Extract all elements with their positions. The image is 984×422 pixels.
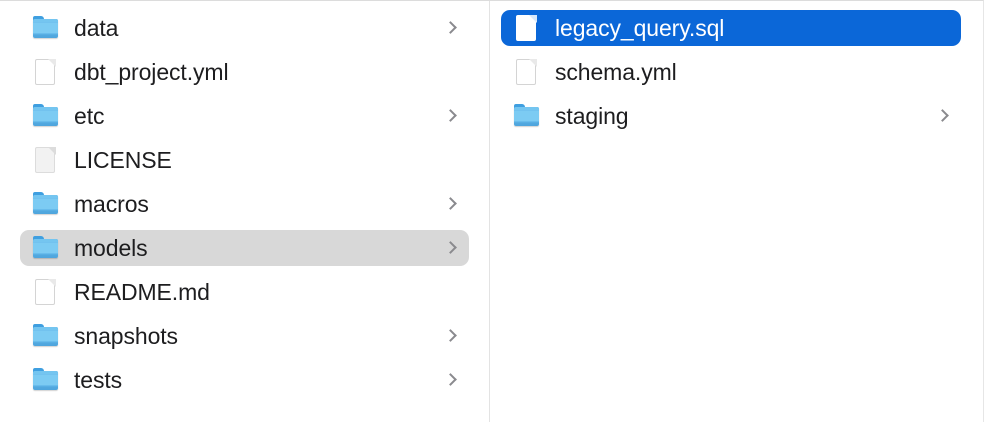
finder-item-label: dbt_project.yml [74,59,229,85]
finder-item-label: README.md [74,279,210,305]
chevron-right-icon[interactable] [445,107,457,125]
folder-icon [32,321,60,351]
folder-icon [32,13,60,43]
finder-item-row[interactable]: models [20,230,469,266]
finder-item-row[interactable]: README.md [20,274,469,310]
chevron-right-icon[interactable] [445,19,457,37]
finder-item-label: schema.yml [555,59,677,85]
finder-item-row[interactable]: data [20,10,469,46]
chevron-right-icon[interactable] [445,239,457,257]
finder-item-label: tests [74,367,123,393]
chevron-right-icon[interactable] [445,195,457,213]
document-icon [513,13,541,43]
finder-item-row[interactable]: etc [20,98,469,134]
chevron-placeholder [445,63,457,81]
finder-item-row[interactable]: legacy_query.sql [501,10,961,46]
document-icon [513,57,541,87]
document-plain-icon [32,145,60,175]
folder-icon [513,101,541,131]
folder-icon [32,189,60,219]
folder-icon [32,365,60,395]
chevron-placeholder [937,63,949,81]
finder-column-models[interactable]: legacy_query.sql schema.yml staging [490,1,983,422]
finder-item-label: etc [74,103,105,129]
finder-item-row[interactable]: tests [20,362,469,398]
finder-item-label: legacy_query.sql [555,15,725,41]
chevron-right-icon[interactable] [937,107,949,125]
finder-item-row[interactable]: dbt_project.yml [20,54,469,90]
chevron-right-icon[interactable] [445,371,457,389]
chevron-right-icon[interactable] [445,327,457,345]
finder-item-label: models [74,235,148,261]
folder-icon [32,233,60,263]
finder-item-row[interactable]: schema.yml [501,54,961,90]
finder-item-row[interactable]: LICENSE [20,142,469,178]
finder-item-label: LICENSE [74,147,172,173]
folder-icon [32,101,60,131]
chevron-placeholder [937,19,949,37]
finder-item-row[interactable]: staging [501,98,961,134]
chevron-placeholder [445,283,457,301]
document-icon [32,277,60,307]
finder-item-row[interactable]: snapshots [20,318,469,354]
chevron-placeholder [445,151,457,169]
document-icon [32,57,60,87]
finder-item-label: macros [74,191,149,217]
finder-item-label: snapshots [74,323,178,349]
finder-item-label: staging [555,103,629,129]
finder-item-label: data [74,15,119,41]
finder-item-row[interactable]: macros [20,186,469,222]
